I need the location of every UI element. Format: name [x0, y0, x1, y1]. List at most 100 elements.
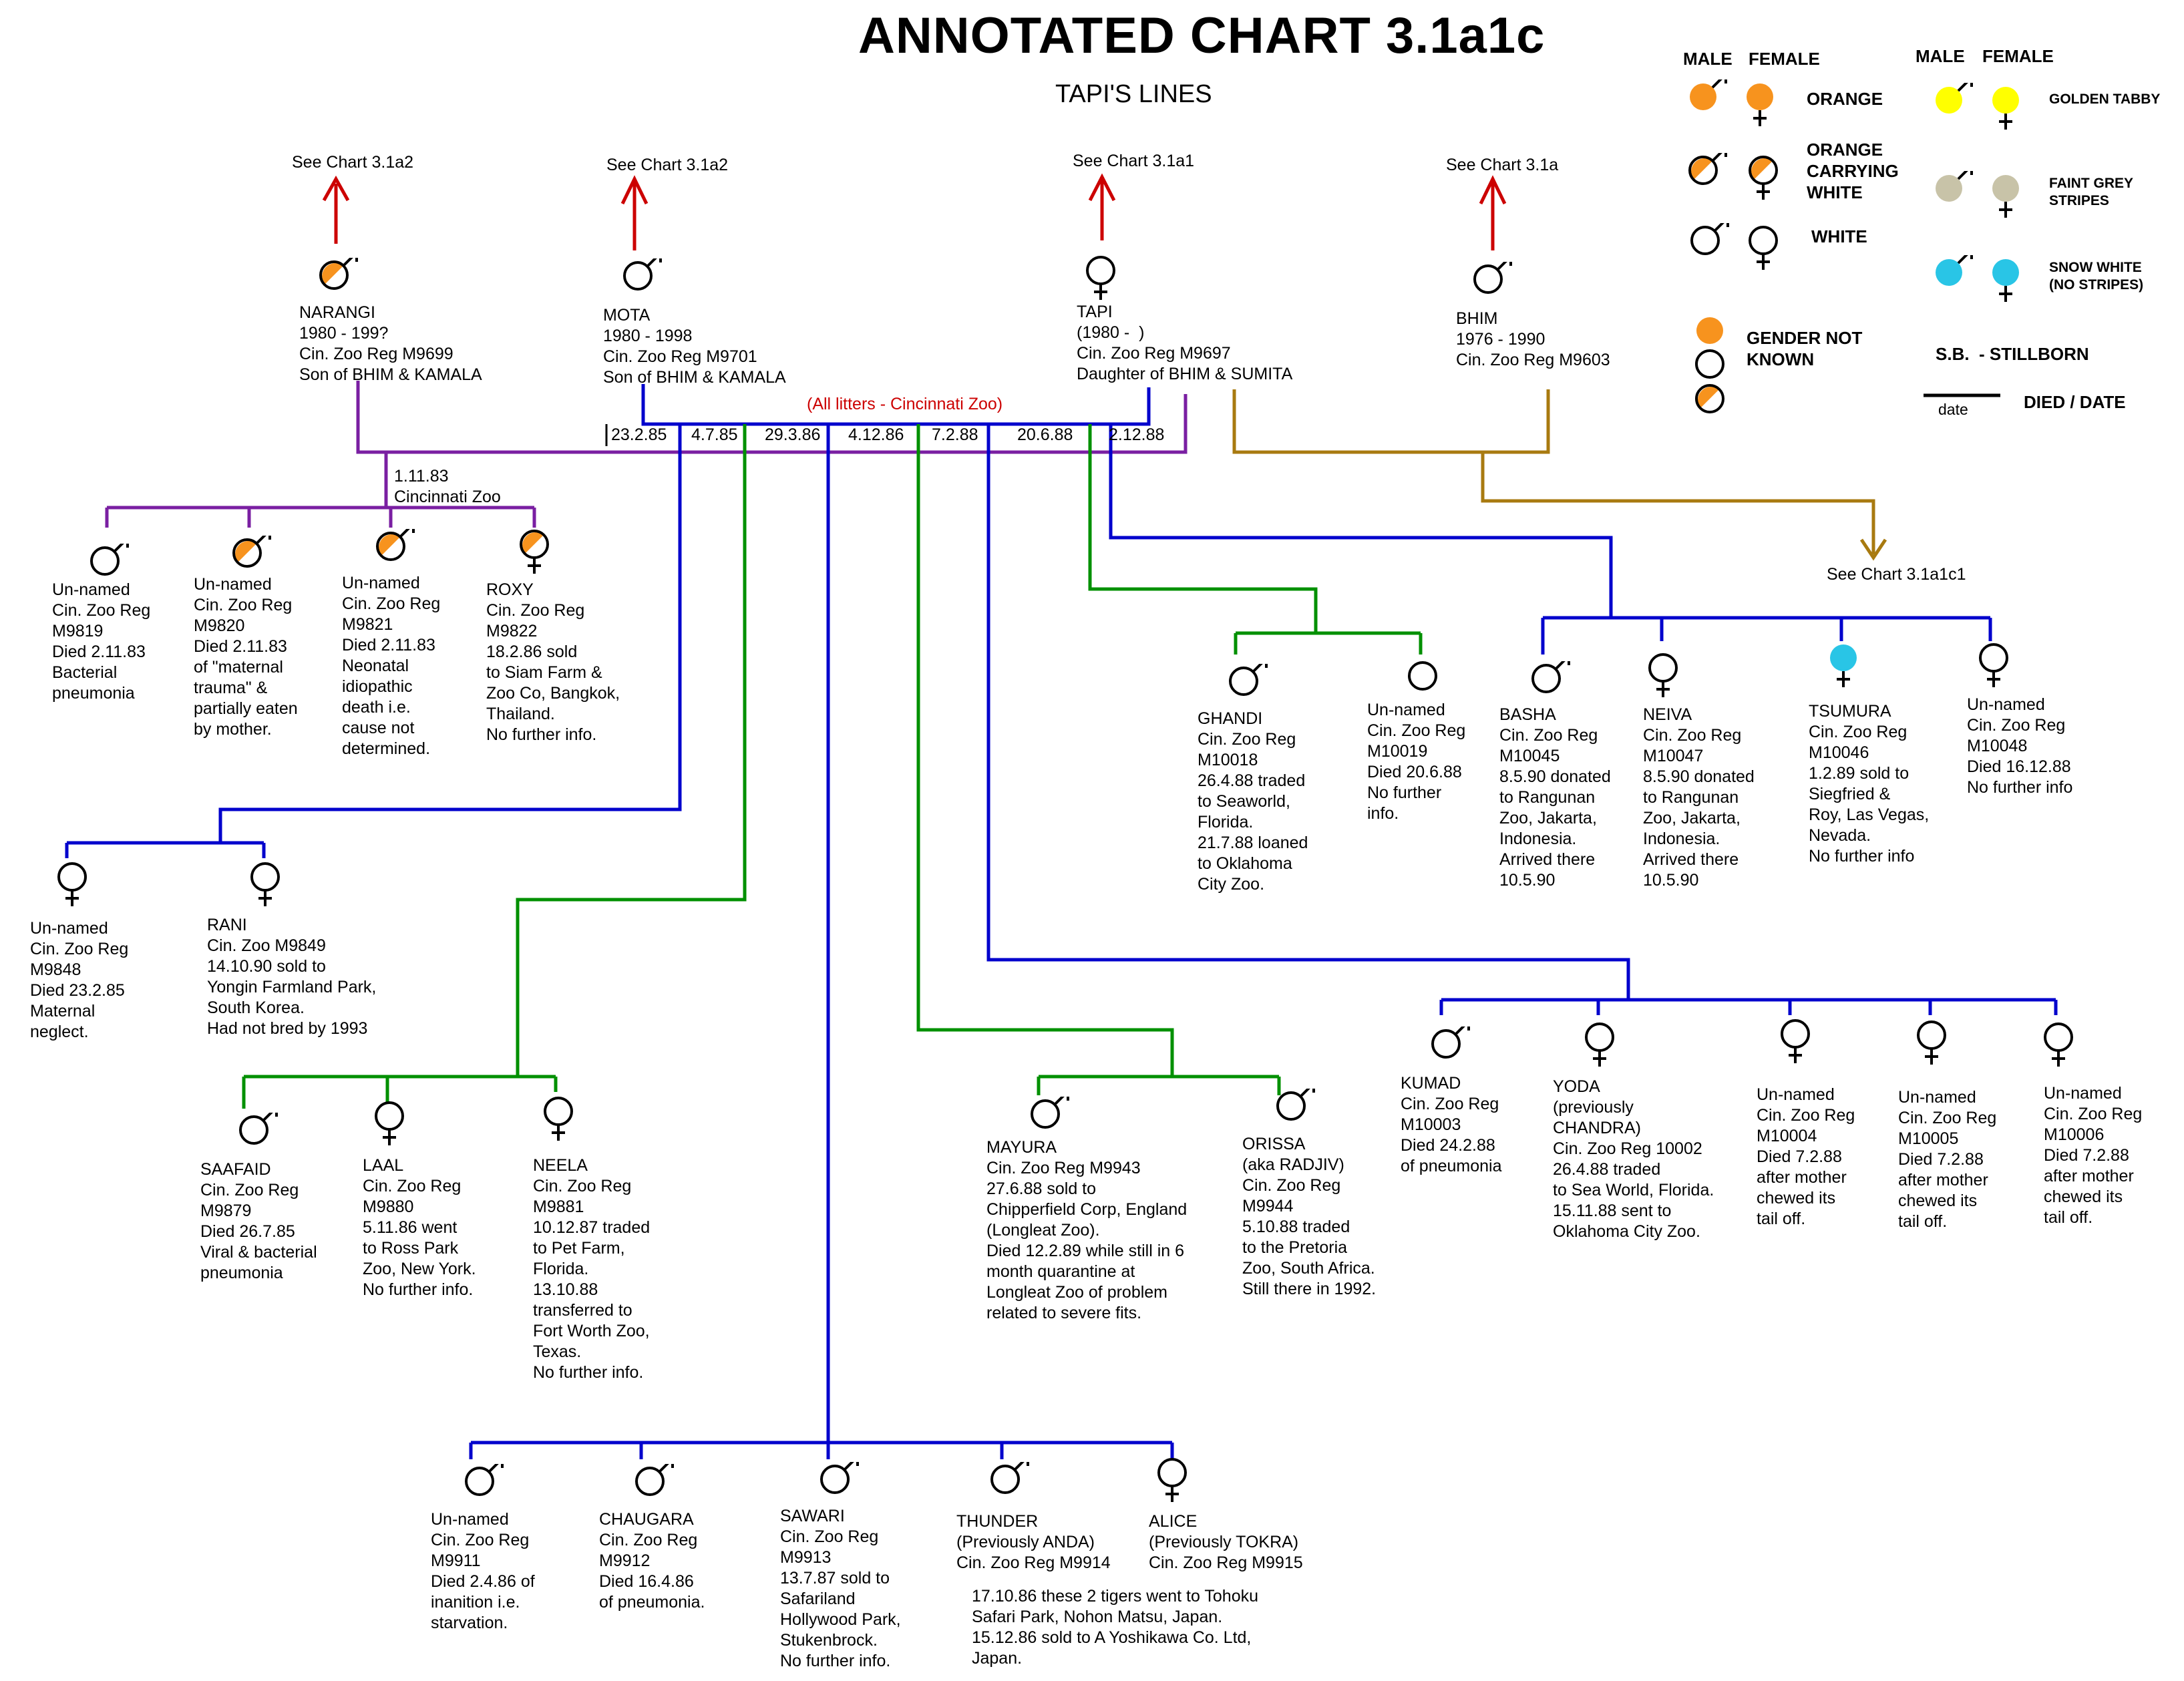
legend-orange-male-symbol [1690, 79, 1727, 110]
legend-unknown-ocw-symbol [1695, 384, 1724, 413]
offspring-info: Un-named Cin. Zoo Reg M9911 Died 2.4.86 … [431, 1510, 535, 1632]
see-chart-ref: See Chart 3.1a1c1 [1827, 565, 1966, 584]
legend-white-male-symbol [1690, 223, 1729, 255]
chart-subtitle: TAPI'S LINES [1055, 80, 1212, 108]
parent-male-symbol [623, 258, 662, 291]
chart-reference-arrows [322, 173, 1507, 250]
offspring-info: TSUMURA Cin. Zoo Reg M10046 1.2.89 sold … [1809, 702, 1930, 866]
parent-info: TAPI (1980 - ) Cin. Zoo Reg M9697 Daught… [1077, 303, 1293, 383]
narangi-litter-lines [105, 381, 1188, 528]
mota-tapi-litter-lines [65, 384, 2058, 1459]
legend-ocw-female-symbol [1749, 156, 1778, 200]
see-chart-ref: See Chart 3.1a1 [1073, 152, 1195, 170]
legend-golden-male-symbol [1936, 83, 1973, 114]
offspring-info: ROXY Cin. Zoo Reg M9822 18.2.86 sold to … [486, 580, 620, 744]
offspring-male-symbol [1431, 1026, 1470, 1059]
chart-title: ANNOTATED CHART 3.1a1c [858, 7, 1545, 64]
offspring-female-symbol [57, 862, 87, 906]
litter-date: 2.12.88 [1109, 425, 1165, 444]
offspring-male-symbol [232, 536, 271, 568]
litter-date: 7.2.88 [932, 425, 978, 444]
offspring-female-symbol [520, 530, 549, 574]
offspring-female-symbol [1917, 1020, 1946, 1065]
offspring-info: ORISSA (aka RADJIV) Cin. Zoo Reg M9944 5… [1242, 1135, 1377, 1298]
offspring-female-symbol [1781, 1019, 1810, 1063]
offspring-info: YODA (previously CHANDRA) Cin. Zoo Reg 1… [1553, 1077, 1714, 1241]
litter-date: 4.12.86 [848, 425, 904, 444]
legend-date-word: date [1938, 401, 1968, 418]
see-chart-ref: See Chart 3.1a [1446, 156, 1559, 174]
offspring-info: Un-named Cin. Zoo Reg M10048 Died 16.12.… [1967, 695, 2073, 797]
offspring-info: Un-named Cin. Zoo Reg M10006 Died 7.2.88… [2044, 1084, 2143, 1227]
litters-note: (All litters - Cincinnati Zoo) [807, 395, 1003, 413]
offspring-info: Un-named Cin. Zoo Reg M10004 Died 7.2.88… [1757, 1085, 1855, 1228]
offspring-info: SAAFAID Cin. Zoo Reg M9879 Died 26.7.85 … [200, 1160, 317, 1282]
legend-unknown-orange-symbol [1696, 317, 1723, 344]
offspring-male-symbol [1229, 664, 1268, 696]
offspring-info: GHANDI Cin. Zoo Reg M10018 26.4.88 trade… [1198, 709, 1308, 894]
offspring-info: Un-named Cin. Zoo Reg M10005 Died 7.2.88… [1898, 1088, 1997, 1231]
offspring-male-symbol [635, 1464, 674, 1496]
offspring-info: RANI Cin. Zoo M9849 14.10.90 sold to Yon… [207, 916, 377, 1038]
offspring-unknown-symbol [1408, 661, 1437, 691]
parent-info: BHIM 1976 - 1990 Cin. Zoo Reg M9603 [1456, 309, 1610, 369]
litter-date: 23.2.85 [611, 425, 667, 444]
legend-snow-male-symbol [1936, 255, 1973, 286]
offspring-info: SAWARI Cin. Zoo Reg M9913 13.7.87 sold t… [780, 1507, 901, 1670]
offspring-male-symbol [239, 1113, 278, 1145]
legend-stillborn: S.B. - STILLBORN [1936, 344, 2089, 364]
offspring-info: MAYURA Cin. Zoo Reg M9943 27.6.88 sold t… [986, 1138, 1188, 1322]
offspring-female-symbol [2044, 1022, 2073, 1067]
offspring-male-symbol [465, 1464, 504, 1496]
offspring-info: Un-named Cin. Zoo Reg M9820 Died 2.11.83… [194, 575, 298, 739]
offspring-female-symbol [375, 1101, 404, 1145]
see-chart-ref: See Chart 3.1a2 [292, 153, 414, 172]
offspring-info: BASHA Cin. Zoo Reg M10045 8.5.90 donated… [1499, 705, 1611, 890]
legend-snow-female-symbol [1992, 259, 2019, 302]
litter-date: 20.6.88 [1017, 425, 1073, 444]
offspring-info: Un-named Cin. Zoo Reg M9848 Died 23.2.85… [30, 919, 129, 1041]
offspring-male-symbol [90, 544, 129, 576]
litter-date: 4.7.85 [691, 425, 738, 444]
legend-female-header-2: FEMALE [1982, 46, 2054, 66]
offspring-info: LAAL Cin. Zoo Reg M9880 5.11.86 went to … [363, 1156, 476, 1299]
offspring-info: Un-named Cin. Zoo Reg M9821 Died 2.11.83… [342, 574, 441, 758]
legend-grey-female-symbol [1992, 175, 2019, 218]
legend-golden-tabby: GOLDEN TABBY [2049, 91, 2161, 107]
parent-info: MOTA 1980 - 1998 Cin. Zoo Reg M9701 Son … [603, 306, 786, 387]
offspring-info: CHAUGARA Cin. Zoo Reg M9912 Died 16.4.86… [599, 1510, 705, 1612]
legend-orange: ORANGE [1807, 89, 1883, 109]
thunder-alice-note: 17.10.86 these 2 tigers went to Tohoku S… [972, 1587, 1259, 1668]
legend-faint-grey: FAINT GREY STRIPES [2049, 176, 2134, 208]
legend-snow-white: SNOW WHITE (NO STRIPES) [2049, 260, 2144, 293]
offspring-female-symbol [1157, 1458, 1187, 1502]
offspring-info: Un-named Cin. Zoo Reg M9819 Died 2.11.83… [52, 580, 151, 703]
parent-info: NARANGI 1980 - 199? Cin. Zoo Reg M9699 S… [299, 303, 482, 384]
legend-male-header: MALE [1683, 49, 1733, 69]
parent-male-symbol [1473, 262, 1512, 294]
offspring-female-symbol [1830, 644, 1857, 687]
offspring-male-symbol [1031, 1097, 1069, 1129]
offspring-female-symbol [250, 862, 280, 906]
legend-died-date: DIED / DATE [2024, 392, 2126, 412]
legend-orange-female-symbol [1747, 83, 1773, 126]
offspring-male-symbol [1531, 661, 1570, 693]
legend-grey-male-symbol [1936, 171, 1973, 202]
legend-golden-female-symbol [1992, 87, 2019, 130]
offspring-male-symbol [990, 1462, 1029, 1494]
see-chart-ref: See Chart 3.1a2 [606, 156, 729, 174]
offspring-info: NEIVA Cin. Zoo Reg M10047 8.5.90 donated… [1643, 705, 1755, 890]
offspring-male-symbol [820, 1462, 859, 1494]
mating-note: 1.11.83 Cincinnati Zoo [394, 467, 501, 506]
offspring-info: THUNDER (Previously ANDA) Cin. Zoo Reg M… [956, 1512, 1111, 1572]
parent-female-symbol [1086, 256, 1115, 300]
offspring-info: KUMAD Cin. Zoo Reg M10003 Died 24.2.88 o… [1401, 1074, 1502, 1175]
offspring-female-symbol [1648, 653, 1678, 697]
offspring-female-symbol [544, 1097, 573, 1141]
offspring-female-symbol [1979, 643, 2008, 687]
parent-male-symbol [319, 258, 358, 290]
legend-white-female-symbol [1749, 226, 1778, 270]
legend-male-header-2: MALE [1916, 46, 1965, 66]
legend-female-header: FEMALE [1749, 49, 1820, 69]
